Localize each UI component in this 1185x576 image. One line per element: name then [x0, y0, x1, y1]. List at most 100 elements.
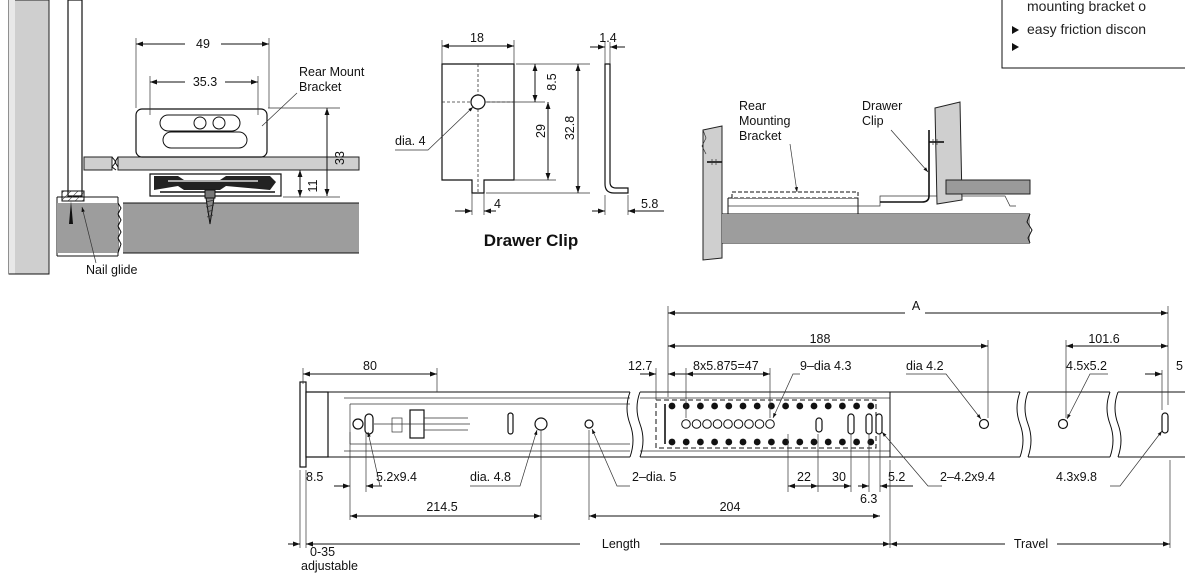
dim-214-5: 214.5	[426, 500, 457, 514]
dim-0-35: 0-35	[310, 545, 335, 559]
dim-101-6: 101.6	[1088, 332, 1119, 346]
dim-5-2: 5.2	[888, 470, 905, 484]
ball-bearing	[768, 402, 775, 410]
dim-32-8: 32.8	[563, 116, 577, 140]
dim-188: 188	[810, 332, 831, 346]
dim-holes-pitch: 8x5.875=47	[693, 359, 759, 373]
ball-bearing	[810, 402, 818, 410]
ball-bearing	[725, 402, 733, 410]
label-drawer-clip-2: Clip	[862, 114, 884, 128]
mounting-hole	[754, 419, 765, 429]
dim-4: 4	[494, 197, 501, 211]
dim-length: Length	[602, 537, 640, 551]
dim-dia-4-2: dia 4.2	[906, 359, 944, 373]
label-rear-mount-bracket-2: Bracket	[299, 80, 342, 94]
ball-bearing	[839, 438, 846, 446]
ball-bearing	[853, 438, 860, 446]
mounting-hole	[733, 419, 744, 429]
ball-cage	[655, 399, 877, 449]
dim-49: 49	[196, 37, 210, 51]
mounting-hole	[765, 419, 775, 429]
dim-dia-4: dia. 4	[395, 134, 426, 148]
label-nail-glide: Nail glide	[86, 263, 137, 277]
mounting-hole	[702, 419, 712, 429]
dim-5: 5	[1176, 359, 1183, 373]
ball-bearing	[697, 438, 704, 446]
ball-bearing	[682, 438, 690, 446]
ball-bearing	[853, 402, 860, 410]
ball-bearing	[824, 438, 832, 446]
dim-8-5: 8.5	[545, 73, 559, 90]
ball-bearing	[753, 402, 761, 410]
dim-2-4-2x9-4: 2–4.2x9.4	[940, 470, 995, 484]
mounting-hole	[681, 419, 691, 429]
ball-bearing	[782, 438, 789, 446]
dim-A: A	[912, 299, 921, 313]
ball-bearing	[753, 438, 761, 446]
dim-5-8: 5.8	[641, 197, 658, 211]
drawer-clip-front	[441, 63, 515, 194]
label-rear-mounting-bracket-3: Bracket	[739, 129, 782, 143]
ball-bearing	[839, 402, 846, 410]
features-box: mounting bracket o easy friction discon	[1001, 0, 1185, 69]
mounting-hole	[712, 419, 723, 429]
ball-bearing	[782, 402, 789, 410]
dim-33: 33	[333, 151, 347, 165]
ball-bearing	[739, 402, 747, 410]
dim-29: 29	[534, 124, 548, 138]
ball-bearing	[796, 402, 804, 410]
dim-travel: Travel	[1014, 537, 1048, 551]
dim-2-dia-5: 2–dia. 5	[632, 470, 677, 484]
ball-bearing	[697, 402, 704, 410]
label-drawer-clip: Drawer	[862, 99, 902, 113]
cabinet-wall	[8, 0, 50, 275]
ball-bearing	[668, 438, 676, 446]
dim-8-5: 8.5	[306, 470, 323, 484]
ball-bearing	[824, 402, 832, 410]
ball-bearing	[711, 402, 718, 410]
section-view: Rear Mounting Bracket Drawer Clip	[701, 99, 1033, 261]
ball-bearing	[867, 402, 875, 410]
dim-5-2x9-4: 5.2x9.4	[376, 470, 417, 484]
slide-view: A 188 101.6 5 80 12.7 8x5.875=47 9–dia 4…	[288, 299, 1185, 573]
label-rear-mounting-bracket-2: Mounting	[739, 114, 790, 128]
dim-35-3: 35.3	[193, 75, 217, 89]
feature-item: mounting bracket o	[1027, 0, 1146, 14]
rear-mount-bracket	[135, 108, 268, 158]
dim-12-7: 12.7	[628, 359, 652, 373]
dim-6-3: 6.3	[860, 492, 877, 506]
feature-item: easy friction discon	[1027, 21, 1146, 37]
dim-204: 204	[720, 500, 741, 514]
label-rear-mount-bracket: Rear Mount	[299, 65, 365, 79]
label-rear-mounting-bracket: Rear	[739, 99, 766, 113]
dim-dia-4-8: dia. 4.8	[470, 470, 511, 484]
ball-bearing	[739, 438, 747, 446]
drawer-clip-side	[604, 63, 629, 194]
drawer-clip-title: Drawer Clip	[484, 231, 578, 250]
drawer-clip-view: 18 1.4 8.5 29 32.8 dia. 4 4 5.8 Drawer C…	[395, 31, 664, 250]
dim-30: 30	[832, 470, 846, 484]
mounting-hole	[744, 419, 754, 429]
dim-1-4: 1.4	[599, 31, 616, 45]
dim-4-3x9-8: 4.3x9.8	[1056, 470, 1097, 484]
ball-bearing	[668, 402, 676, 410]
dim-22: 22	[797, 470, 811, 484]
mounting-hole	[723, 419, 733, 429]
ball-bearing	[725, 438, 733, 446]
dim-adjustable: adjustable	[301, 559, 358, 573]
ball-bearing	[867, 438, 875, 446]
bullet-icon	[1012, 43, 1019, 51]
ball-bearing	[768, 438, 775, 446]
dim-4-5x5-2: 4.5x5.2	[1066, 359, 1107, 373]
dim-18: 18	[470, 31, 484, 45]
ball-bearing	[711, 438, 718, 446]
nail-glide	[61, 190, 85, 202]
dim-9-dia-4-3: 9–dia 4.3	[800, 359, 851, 373]
bullet-icon	[1012, 26, 1019, 34]
ball-bearing	[796, 438, 804, 446]
dim-11: 11	[306, 179, 320, 192]
dim-80: 80	[363, 359, 377, 373]
mounting-hole	[691, 419, 702, 429]
rear-mount-view: 49 35.3 Rear Mount Bracket 33 11 Nail gl…	[8, 0, 365, 277]
